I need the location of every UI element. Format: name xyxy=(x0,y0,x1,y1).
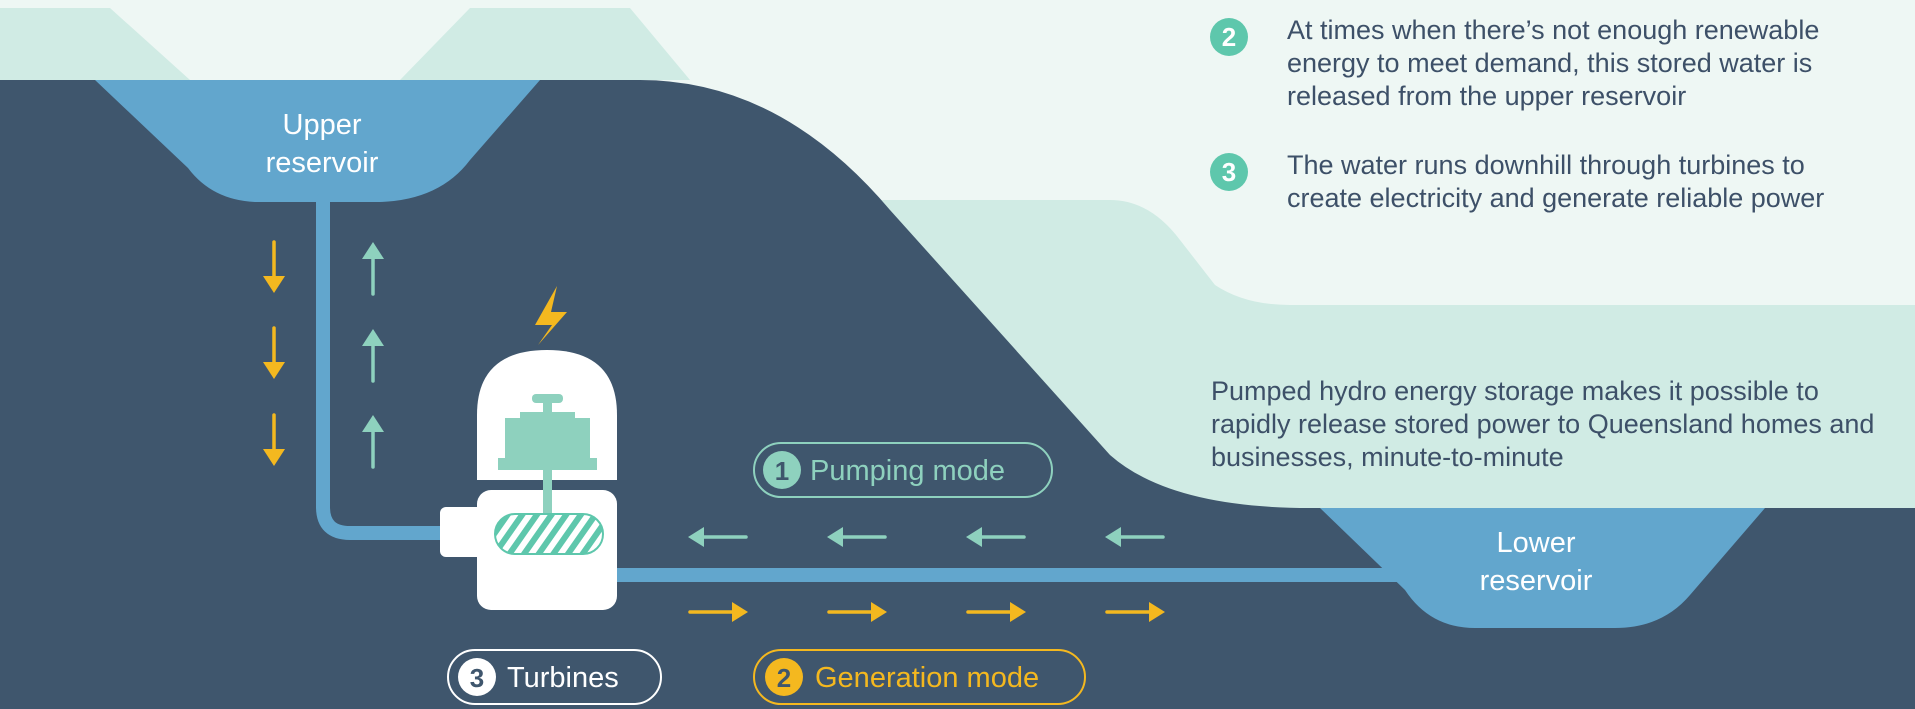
generation-mode-label: 2 Generation mode xyxy=(753,649,1086,705)
turbines-text: Turbines xyxy=(507,662,619,694)
lower-reservoir xyxy=(1310,508,1765,628)
step-3-badge: 3 xyxy=(1210,153,1248,191)
upper-reservoir-label-line-1: Upper xyxy=(283,109,362,141)
turbines-number: 3 xyxy=(470,663,484,693)
flow-arrows xyxy=(263,240,1165,622)
step-3: 3 The water runs downhill through turbin… xyxy=(1210,149,1900,215)
pumping-mode-text: Pumping mode xyxy=(810,455,1005,487)
step-2-text: At times when there’s not enough renewab… xyxy=(1287,15,1820,111)
lower-reservoir-label: Lower reservoir xyxy=(1480,527,1593,597)
arrow-right-icon xyxy=(688,602,748,622)
generation-mode-pill xyxy=(753,649,1086,705)
arrow-left-icon xyxy=(966,527,1026,547)
generation-mode-number: 2 xyxy=(777,663,791,693)
step-2: 2 At times when there’s not enough renew… xyxy=(1210,14,1900,113)
generator xyxy=(498,394,597,516)
upper-reservoir xyxy=(95,80,540,202)
arrow-left-icon xyxy=(1105,527,1165,547)
pumping-mode-number: 1 xyxy=(775,456,789,486)
arrow-down-icon xyxy=(263,413,285,466)
arrow-down-icon xyxy=(263,326,285,379)
arrow-right-icon xyxy=(1105,602,1165,622)
turbines-pill xyxy=(447,649,662,705)
lower-reservoir-label-line-2: reservoir xyxy=(1480,565,1593,597)
step-3-text: The water runs downhill through turbines… xyxy=(1287,150,1825,213)
process-steps: 2 At times when there’s not enough renew… xyxy=(1210,14,1900,251)
pumping-mode-label: 1 Pumping mode xyxy=(753,442,1053,498)
generation-mode-badge xyxy=(765,658,803,696)
lightning-bolt-icon xyxy=(535,286,567,345)
lower-reservoir-label-line-1: Lower xyxy=(1497,527,1576,559)
summary-text: Pumped hydro energy storage makes it pos… xyxy=(1211,376,1875,472)
pumping-mode-badge xyxy=(763,451,801,489)
turbine xyxy=(494,513,604,555)
arrow-down-icon xyxy=(263,240,285,293)
arrow-left-icon xyxy=(688,527,748,547)
turbines-label: 3 Turbines xyxy=(447,649,662,705)
powerhouse-intake xyxy=(440,507,485,557)
pumping-mode-pill xyxy=(753,442,1053,498)
arrow-left-icon xyxy=(827,527,887,547)
arrow-up-icon xyxy=(362,329,384,383)
upper-reservoir-label-line-2: reservoir xyxy=(266,147,379,179)
turbines-badge xyxy=(458,658,496,696)
generation-mode-text: Generation mode xyxy=(815,662,1039,694)
arrow-up-icon xyxy=(362,242,384,296)
powerhouse xyxy=(440,286,617,610)
arrow-up-icon xyxy=(362,415,384,469)
arrow-right-icon xyxy=(827,602,887,622)
upper-reservoir-label: Upper reservoir xyxy=(266,109,379,179)
step-2-badge: 2 xyxy=(1210,18,1248,56)
arrow-right-icon xyxy=(966,602,1026,622)
